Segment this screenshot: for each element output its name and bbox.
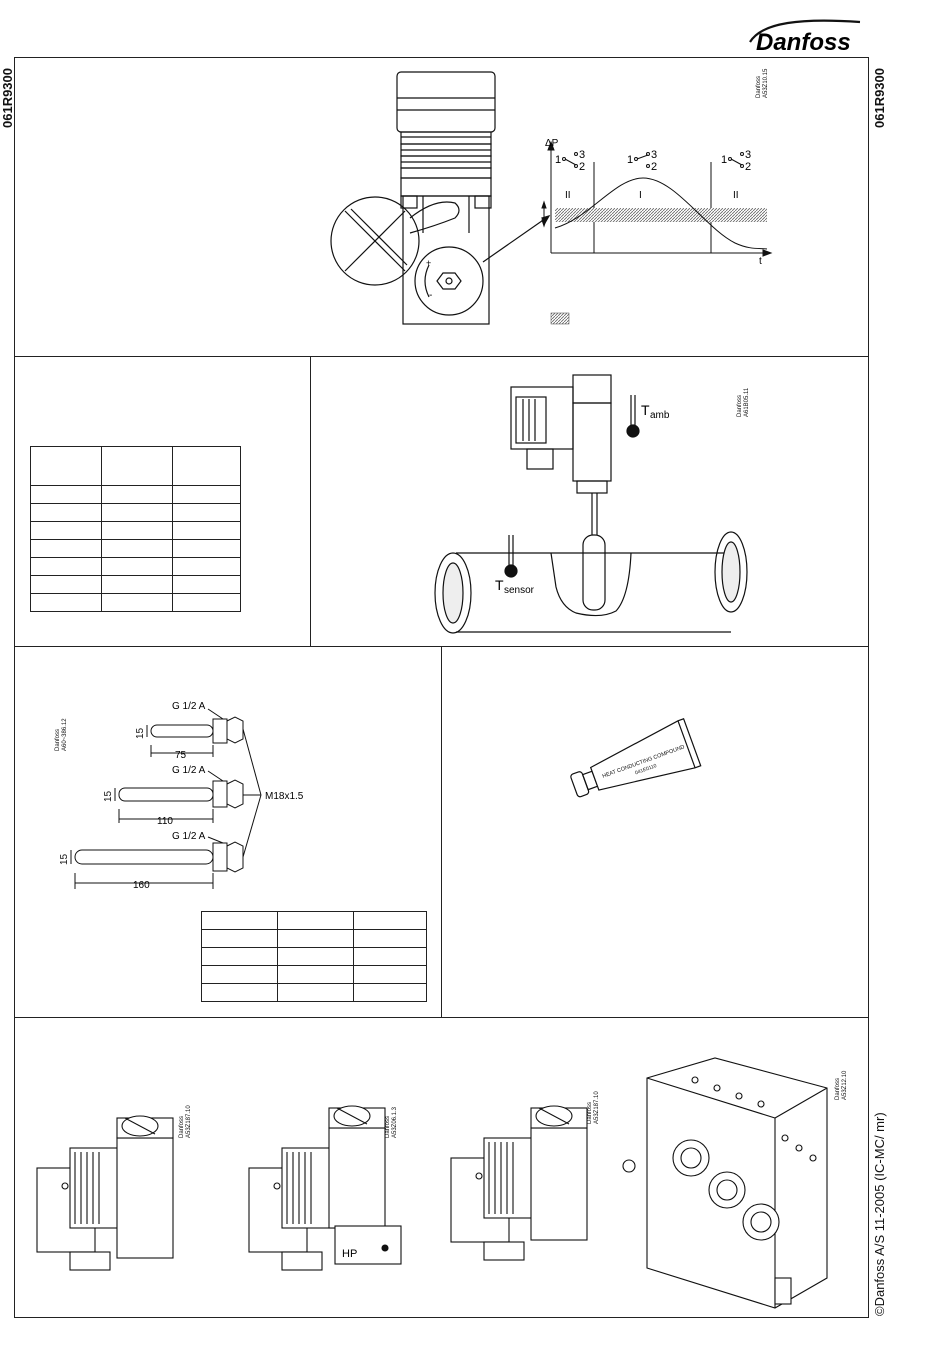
svg-text:1: 1 [721, 154, 727, 166]
panel-accessories: HP Danfoss A53Z187.10 Danfoss A53Z06.1.3… [14, 1017, 869, 1318]
data-table-2 [201, 911, 427, 1002]
graph-y-label: ΔP [545, 138, 559, 149]
contact-symbol-right: 1 3 2 [721, 149, 751, 173]
sensor-pipe-drawing: T amb T sensor [434, 374, 748, 634]
ref-p5a-code: A53Z187.10 [186, 1105, 192, 1138]
hp-label: HP [342, 1248, 357, 1260]
panel-heat-compound: HEAT CONDUCTING COMPOUND 041E0110 [441, 646, 869, 1018]
pocket-2-thread: G 1/2 A [172, 765, 206, 776]
graph-x-label: t [759, 256, 762, 267]
ref-p1-code: A53Z10.15 [763, 68, 769, 98]
zone-left: II [565, 190, 571, 201]
accessories-drawing: HP [36, 1057, 828, 1309]
brand-text: Danfoss [756, 29, 851, 56]
svg-text:2: 2 [745, 161, 751, 173]
ref-p5c-brand: Danfoss [587, 1101, 593, 1124]
panel-sensor-pockets: G 1/2 A G 1/2 A G 1/2 A M18x1.5 75 110 1… [14, 646, 442, 1018]
zone-right: II [733, 190, 739, 201]
t-sensor-main: T [495, 577, 504, 593]
svg-text:3: 3 [651, 149, 657, 161]
adjust-minus: - [429, 290, 432, 301]
ref-p1-brand: Danfoss [756, 75, 762, 98]
ref-p2-code: A61B05.11 [744, 387, 750, 417]
doc-code-right: 061R9300 [872, 68, 887, 128]
ref-p3-brand: Danfoss [55, 728, 61, 751]
pocket-3-dia: 15 [59, 853, 70, 865]
contact-symbol-mid: 1 3 2 [627, 149, 657, 173]
svg-text:1: 1 [555, 154, 561, 166]
svg-text:3: 3 [745, 149, 751, 161]
t-amb-main: T [641, 402, 650, 418]
pocket-2-length: 110 [157, 816, 173, 827]
contact-symbol-left: 1 3 2 [555, 149, 585, 173]
panel-table-left [14, 356, 311, 647]
adjust-plus: + [426, 258, 431, 268]
ref-p2-brand: Danfoss [737, 394, 743, 417]
pocket-thread-m18: M18x1.5 [265, 791, 304, 802]
ref-p3-code: A60~386.12 [62, 718, 68, 751]
ref-p5d-brand: Danfoss [835, 1077, 841, 1100]
t-sensor-sub: sensor [504, 585, 535, 596]
panel-pressure-graph: + - ΔP t II I II 1 [14, 57, 869, 357]
pocket-dimensions-drawing: G 1/2 A G 1/2 A G 1/2 A M18x1.5 75 110 1… [70, 701, 304, 891]
compound-tube-drawing: HEAT CONDUCTING COMPOUND 041E0110 [570, 717, 702, 798]
panel-sensor-mounting: T amb T sensor Danfoss A61B05.11 [310, 356, 869, 647]
pressure-graph [541, 140, 773, 257]
data-table-1 [30, 446, 241, 612]
ref-p5c-code: A53Z187.10 [594, 1091, 600, 1124]
pocket-1-length: 75 [175, 750, 187, 761]
svg-text:3: 3 [579, 149, 585, 161]
legend-hatch-swatch [550, 312, 570, 325]
brand-logo: Danfoss [742, 12, 872, 60]
zone-mid: I [639, 190, 642, 201]
svg-text:1: 1 [627, 154, 633, 166]
pocket-2-dia: 15 [103, 790, 114, 802]
copyright: ©Danfoss A/S 11-2005 (IC-MC/ mr) [872, 1112, 887, 1316]
control-unit-drawing [330, 71, 551, 325]
pocket-3-thread: G 1/2 A [172, 831, 206, 842]
pocket-1-dia: 15 [135, 727, 146, 739]
ref-p5d-code: A53Z12.10 [842, 1070, 848, 1100]
doc-code-left: 061R9300 [0, 68, 15, 128]
t-amb-sub: amb [650, 410, 670, 421]
ref-p5b-code: A53Z06.1.3 [392, 1106, 398, 1138]
pocket-3-length: 160 [133, 880, 150, 891]
ref-p5a-brand: Danfoss [179, 1115, 185, 1138]
svg-text:2: 2 [579, 161, 585, 173]
pocket-1-thread: G 1/2 A [172, 701, 206, 712]
ref-p5b-brand: Danfoss [385, 1115, 391, 1138]
svg-text:2: 2 [651, 161, 657, 173]
